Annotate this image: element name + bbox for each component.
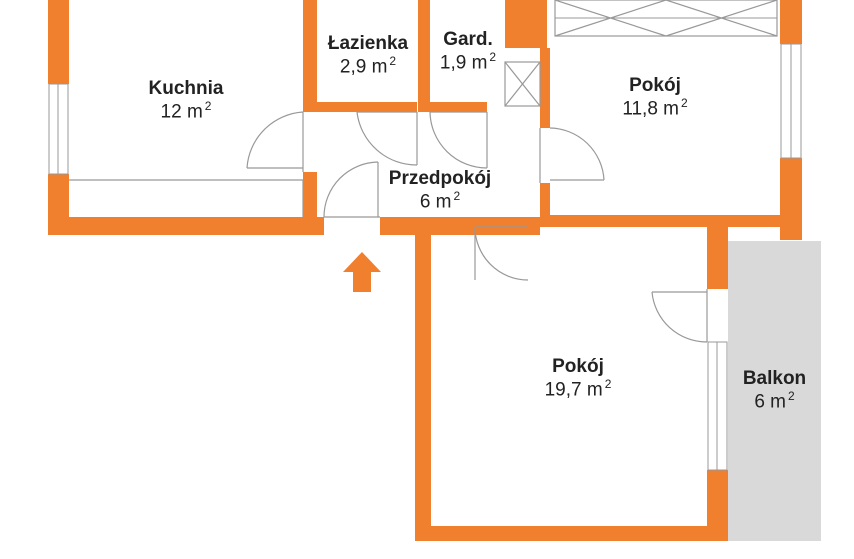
room-name: Pokój [552,356,604,377]
room-name: Gard. [443,29,493,50]
room-name: Łazienka [327,33,409,54]
doors [246,111,708,343]
entrance-arrow-icon [343,252,381,292]
window-lines [57,17,792,470]
room-name: Pokój [629,75,681,96]
walls [48,0,802,541]
room-name: Balkon [742,368,807,389]
kitchen-counter [69,179,304,217]
wardrobe-fixtures [504,0,778,107]
room-name: Kuchnia [148,78,224,99]
balcony-area [728,241,821,541]
room-name: Przedpokój [388,168,492,189]
